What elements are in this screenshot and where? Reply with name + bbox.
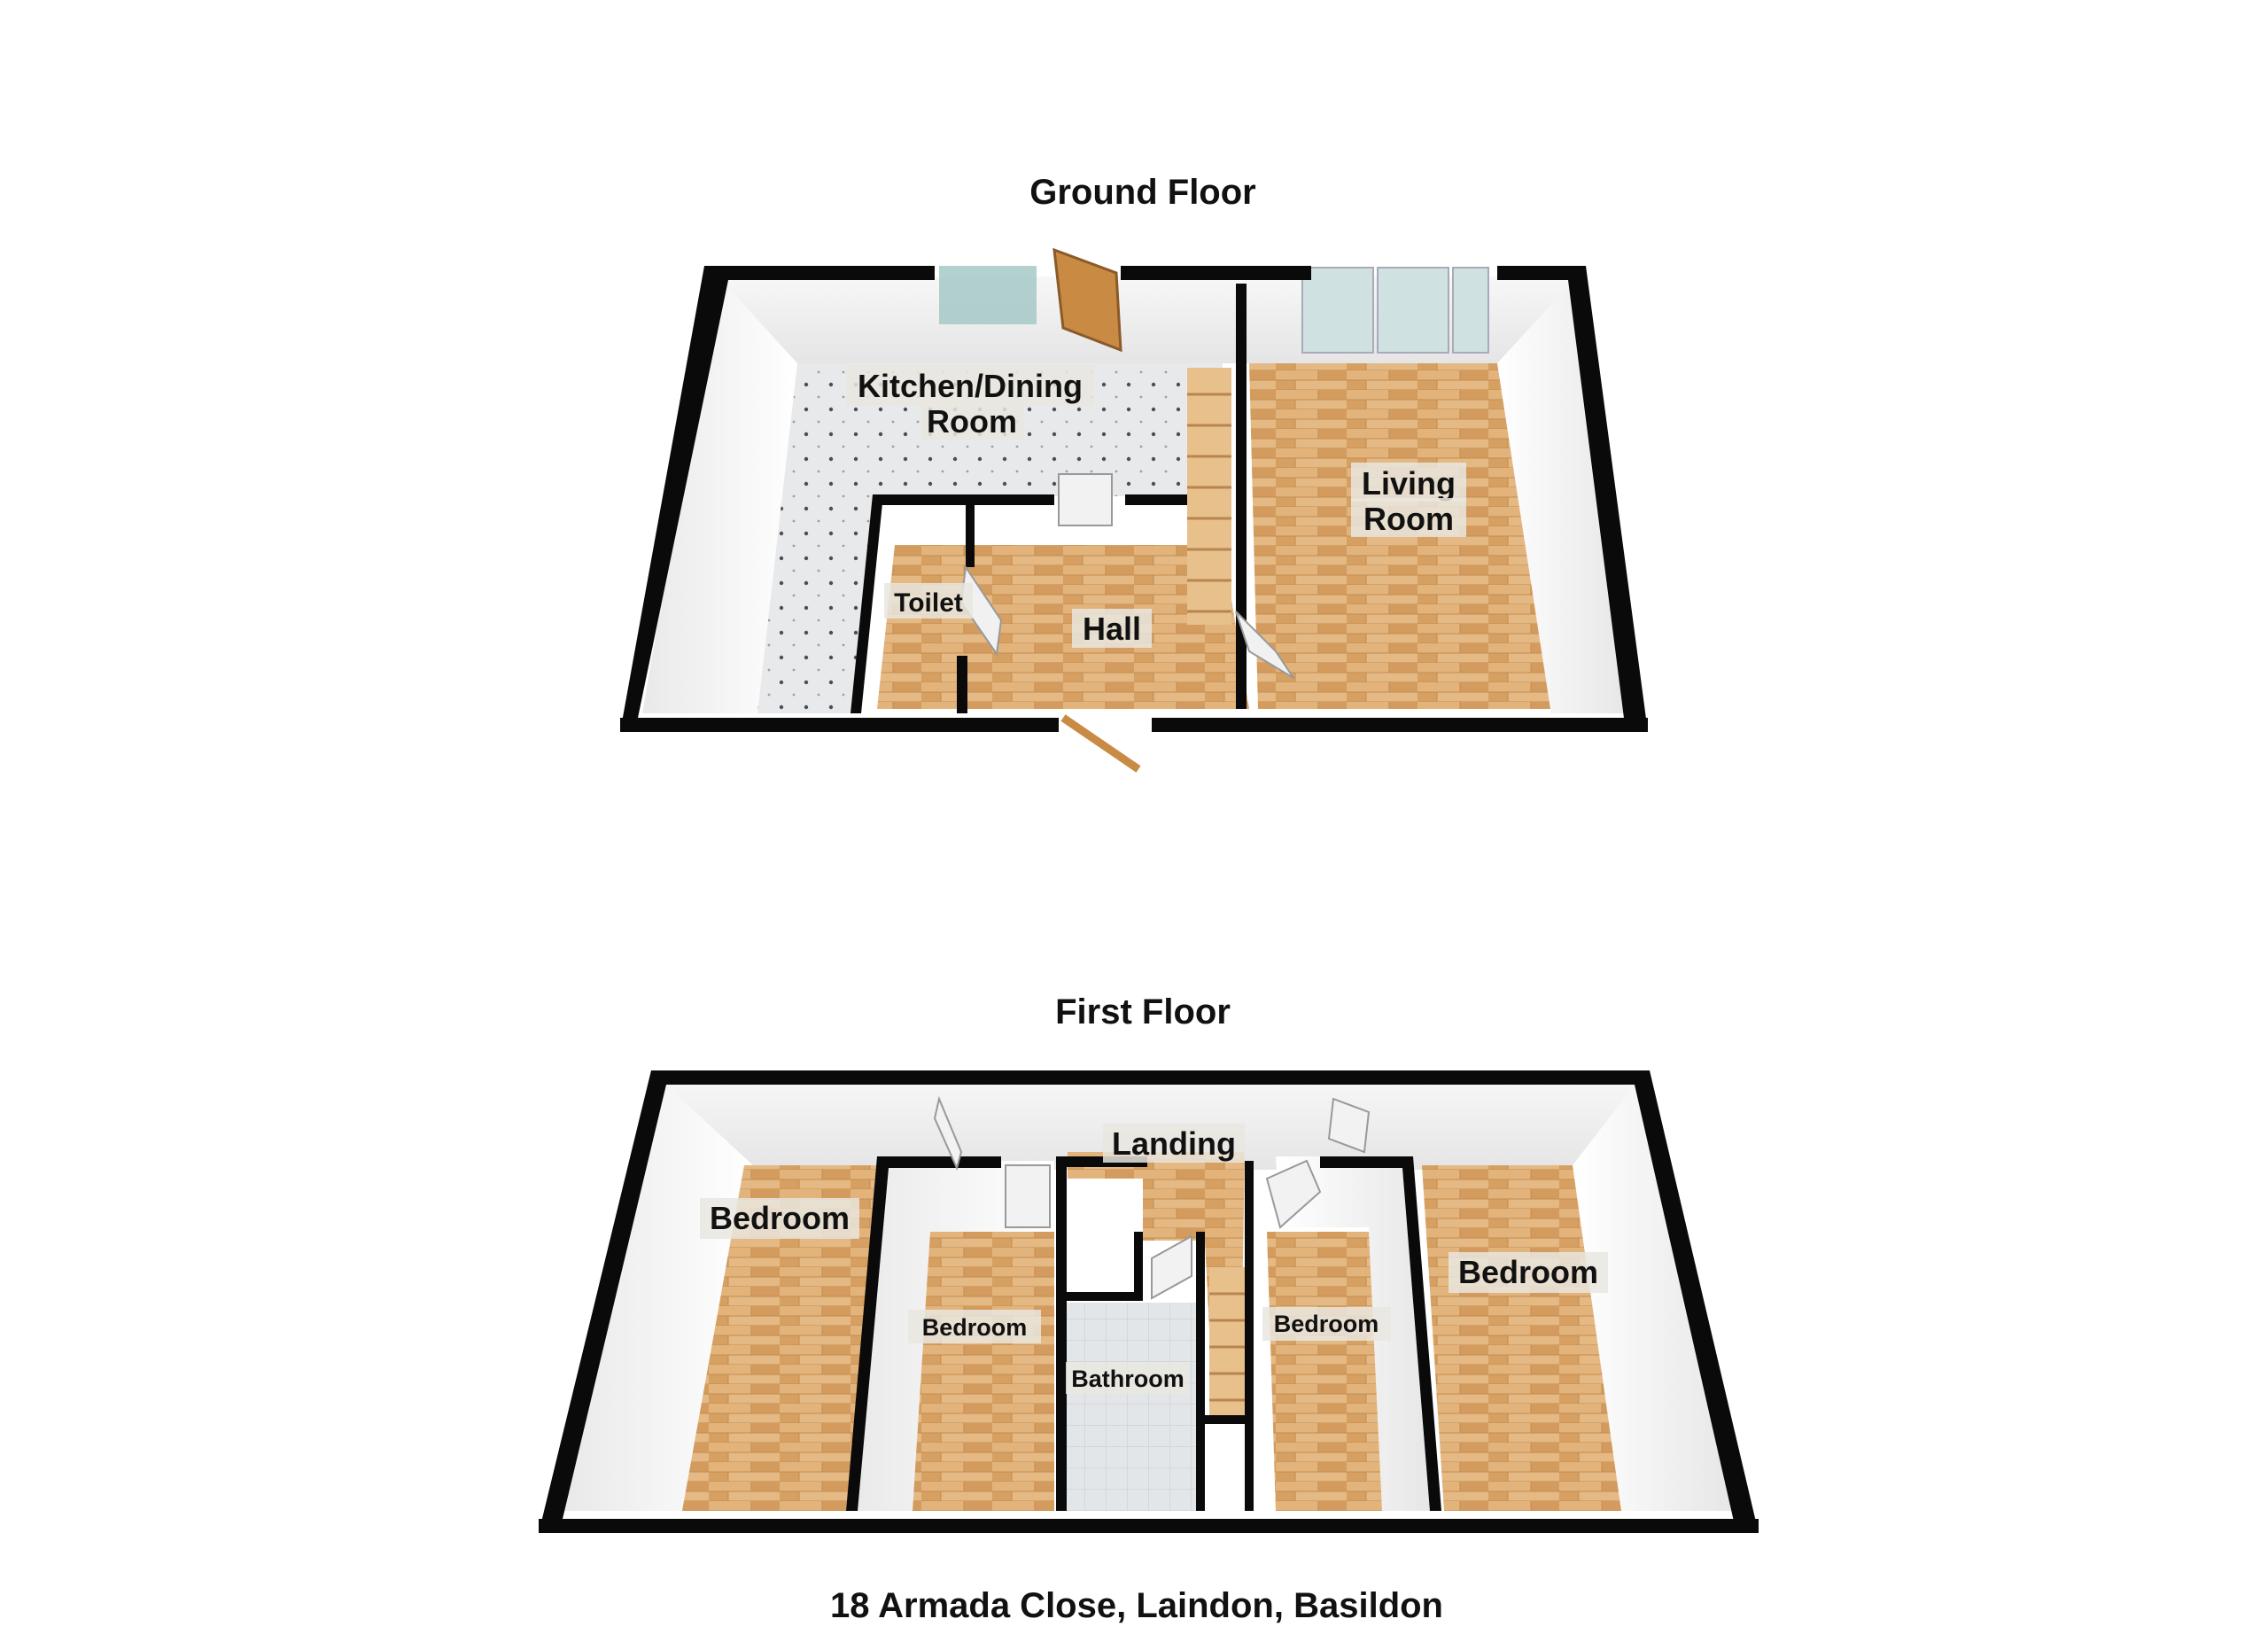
- first-outer-walls: [539, 1070, 1759, 1533]
- bedroom-2-door: [1005, 1164, 1051, 1228]
- property-address: 18 Armada Close, Laindon, Basildon: [830, 1586, 1443, 1625]
- ground-internal-walls: [850, 284, 1247, 713]
- front-door: [1060, 714, 1141, 773]
- ground-outer-walls: [620, 266, 1648, 732]
- ground-windows: [709, 266, 1489, 729]
- hall-label: Hall: [1083, 611, 1141, 647]
- ground-floor: Ground Floor: [620, 173, 1648, 773]
- first-right-wall: [1573, 1079, 1736, 1511]
- kitchen-window: [939, 266, 1037, 324]
- living-window-2: [1377, 267, 1449, 354]
- bedroom-2-floor: [913, 1232, 1054, 1511]
- ground-right-wall: [1497, 276, 1630, 713]
- ground-left-wall: [642, 276, 797, 713]
- bathroom-label: Bathroom: [1071, 1366, 1184, 1392]
- ground-floor-title: Ground Floor: [1029, 173, 1256, 212]
- bathroom-door: [1151, 1234, 1192, 1300]
- first-staircase: [1209, 1267, 1245, 1418]
- toilet-label: Toilet: [894, 588, 963, 618]
- bedroom-2-label: Bedroom: [922, 1314, 1028, 1341]
- first-floor-title: First Floor: [1055, 992, 1231, 1031]
- living-room-label-line2: Room: [1363, 501, 1454, 537]
- living-room-label-line1: Living: [1362, 465, 1456, 502]
- living-door: [1235, 611, 1294, 679]
- first-doors: [933, 1095, 1371, 1300]
- bedroom-4-label: Bedroom: [1458, 1254, 1598, 1290]
- first-left-wall: [563, 1079, 753, 1511]
- living-window-1: [1301, 267, 1374, 354]
- first-floor: First Floor: [539, 992, 1759, 1533]
- bedroom-1-door: [933, 1095, 963, 1171]
- bedroom-3-floor: [1267, 1232, 1382, 1511]
- kitchen-hall-door: [1058, 473, 1113, 526]
- ground-staircase: [1187, 368, 1231, 625]
- bedroom-1-floor: [682, 1165, 877, 1511]
- ground-doors: [959, 247, 1294, 773]
- first-room-labels: Landing Bedroom Bedroom Bathroom Bedroom…: [700, 1124, 1608, 1394]
- living-window-3: [1452, 267, 1489, 354]
- bedroom-4-floor: [1422, 1165, 1621, 1511]
- first-inner-wall-right: [1276, 1156, 1435, 1511]
- back-door: [1052, 247, 1122, 353]
- landing-label: Landing: [1112, 1125, 1236, 1162]
- landing-floor: [1068, 1152, 1245, 1418]
- bathroom-floor: [1063, 1303, 1196, 1511]
- kitchen-dining-floor: [757, 363, 1223, 713]
- bedroom-4-door: [1327, 1097, 1371, 1154]
- bedroom-3-door: [1265, 1159, 1322, 1229]
- toilet-floor: [877, 545, 952, 709]
- ground-room-labels: Kitchen/Dining Room Living Room Toilet H…: [846, 365, 1466, 648]
- bedroom-3-label: Bedroom: [1274, 1311, 1379, 1337]
- first-inner-wall-left: [850, 1161, 1054, 1511]
- kitchen-dining-label-line2: Room: [927, 403, 1017, 440]
- bedroom-1-label: Bedroom: [710, 1200, 850, 1236]
- kitchen-dining-label-line1: Kitchen/Dining: [858, 368, 1083, 404]
